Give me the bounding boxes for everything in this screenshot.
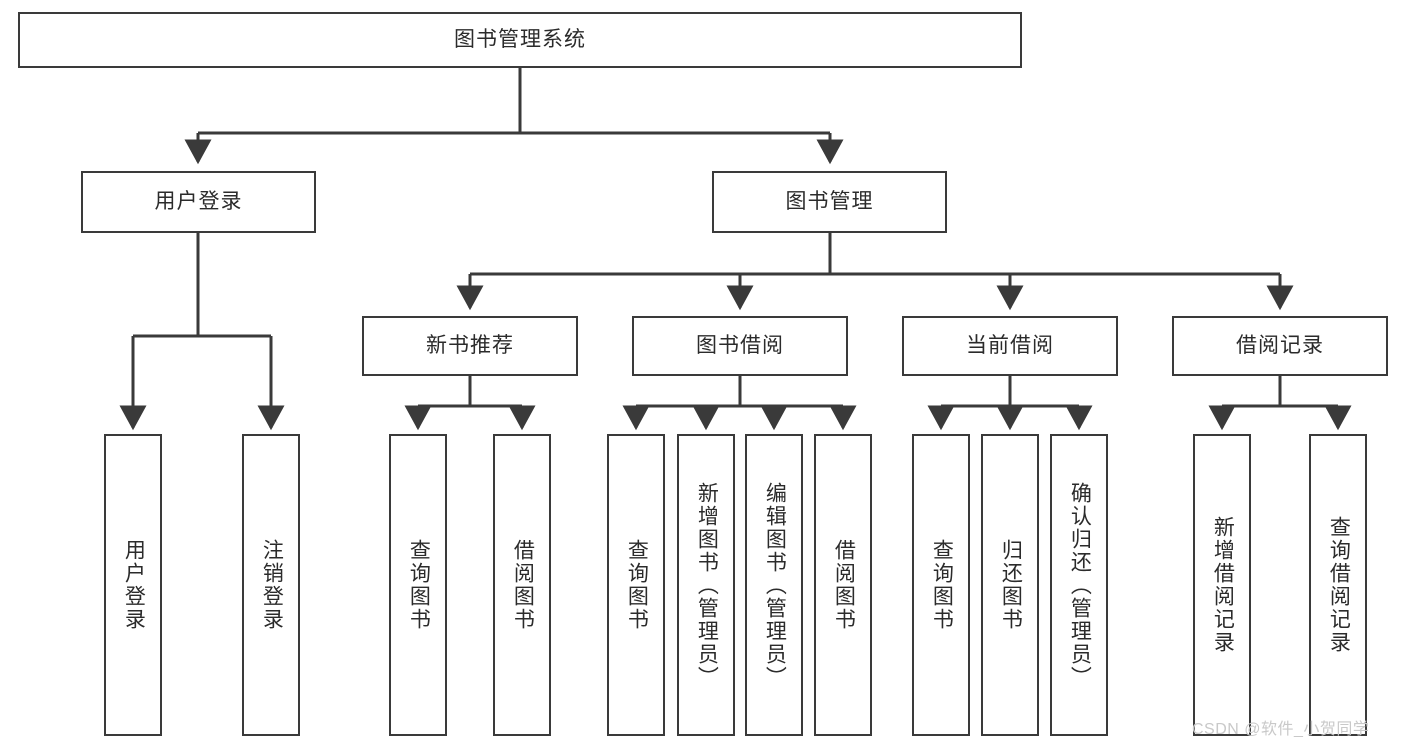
node-borrow-record[interactable]: 借阅记录 xyxy=(1172,316,1388,376)
leaf-label: 归还图书 xyxy=(999,539,1023,631)
leaf-borrow-query-book[interactable]: 查询图书 xyxy=(607,434,665,736)
node-current-borrow[interactable]: 当前借阅 xyxy=(902,316,1118,376)
leaf-recommend-borrow-book[interactable]: 借阅图书 xyxy=(493,434,551,736)
leaf-label: 注销登录 xyxy=(260,539,284,631)
leaf-label: 借阅图书 xyxy=(832,539,856,631)
leaf-label: 查询图书 xyxy=(407,539,431,631)
csdn-watermark: CSDN @软件_小贺同学 xyxy=(1192,721,1370,738)
node-book-borrow[interactable]: 图书借阅 xyxy=(632,316,848,376)
leaf-current-query-book[interactable]: 查询图书 xyxy=(912,434,970,736)
leaf-label: 查询借阅记录 xyxy=(1327,516,1351,654)
node-root-system[interactable]: 图书管理系统 xyxy=(18,12,1022,68)
leaf-label: 新增借阅记录 xyxy=(1211,516,1235,654)
node-book-management[interactable]: 图书管理 xyxy=(712,171,947,233)
leaf-label: 新增图书（管理员） xyxy=(695,481,719,689)
node-new-book-recommend[interactable]: 新书推荐 xyxy=(362,316,578,376)
leaf-label: 用户登录 xyxy=(122,539,146,631)
leaf-user-login-signin[interactable]: 用户登录 xyxy=(104,434,162,736)
leaf-borrow-add-book-admin[interactable]: 新增图书（管理员） xyxy=(677,434,735,736)
node-user-login[interactable]: 用户登录 xyxy=(81,171,316,233)
leaf-borrow-edit-book-admin[interactable]: 编辑图书（管理员） xyxy=(745,434,803,736)
leaf-label: 编辑图书（管理员） xyxy=(763,481,787,689)
leaf-borrow-borrow-book[interactable]: 借阅图书 xyxy=(814,434,872,736)
leaf-label: 查询图书 xyxy=(930,539,954,631)
leaf-label: 查询图书 xyxy=(625,539,649,631)
leaf-record-add-record[interactable]: 新增借阅记录 xyxy=(1193,434,1251,736)
leaf-current-confirm-return-admin[interactable]: 确认归还（管理员） xyxy=(1050,434,1108,736)
leaf-current-return-book[interactable]: 归还图书 xyxy=(981,434,1039,736)
leaf-label: 确认归还（管理员） xyxy=(1068,481,1092,689)
leaf-recommend-query-book[interactable]: 查询图书 xyxy=(389,434,447,736)
leaf-user-login-logout[interactable]: 注销登录 xyxy=(242,434,300,736)
leaf-record-query-record[interactable]: 查询借阅记录 xyxy=(1309,434,1367,736)
leaf-label: 借阅图书 xyxy=(511,539,535,631)
